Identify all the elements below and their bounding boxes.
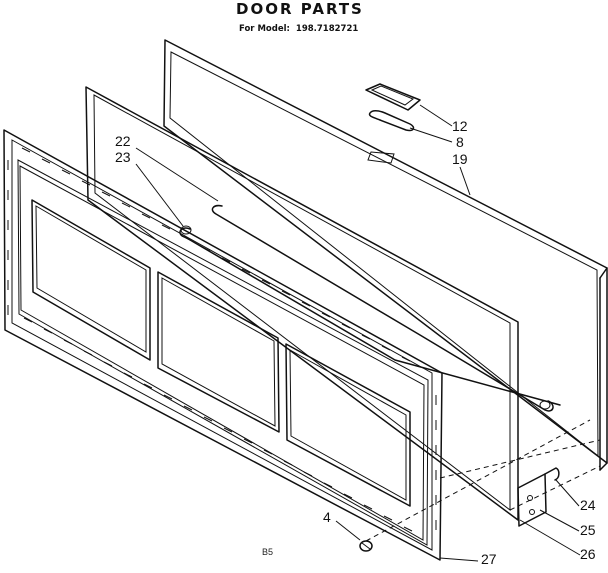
callout-22: 22 bbox=[115, 133, 131, 149]
model-line: For Model: 198.7182721 bbox=[239, 24, 358, 34]
alignment-lines bbox=[365, 419, 601, 542]
callout-12: 12 bbox=[452, 118, 468, 134]
handle-slot bbox=[367, 151, 395, 164]
callout-8: 8 bbox=[456, 134, 464, 150]
window-pane-right bbox=[285, 343, 411, 507]
callout-19: 19 bbox=[452, 151, 468, 167]
callout-leaders bbox=[135, 104, 581, 562]
callout-27: 27 bbox=[481, 551, 497, 567]
callout-23: 23 bbox=[115, 149, 131, 165]
front-door-panel bbox=[3, 129, 443, 561]
screw-part-4 bbox=[359, 540, 373, 552]
outer-door-panel-19 bbox=[163, 39, 608, 471]
wire-gasket-part-23 bbox=[179, 204, 561, 412]
window-pane-center bbox=[157, 271, 280, 433]
model-number: 198.7182721 bbox=[295, 24, 359, 34]
clip-part-8 bbox=[368, 110, 415, 132]
window-pane-left bbox=[31, 199, 151, 361]
handle-part-12 bbox=[365, 83, 421, 111]
callout-24: 24 bbox=[580, 497, 596, 513]
callout-25: 25 bbox=[580, 522, 596, 538]
page-code: B5 bbox=[262, 547, 274, 557]
callout-4: 4 bbox=[323, 509, 331, 525]
diagram-title: DOOR PARTS bbox=[236, 0, 364, 18]
model-label: For Model: bbox=[239, 24, 290, 34]
callout-26: 26 bbox=[580, 546, 596, 562]
